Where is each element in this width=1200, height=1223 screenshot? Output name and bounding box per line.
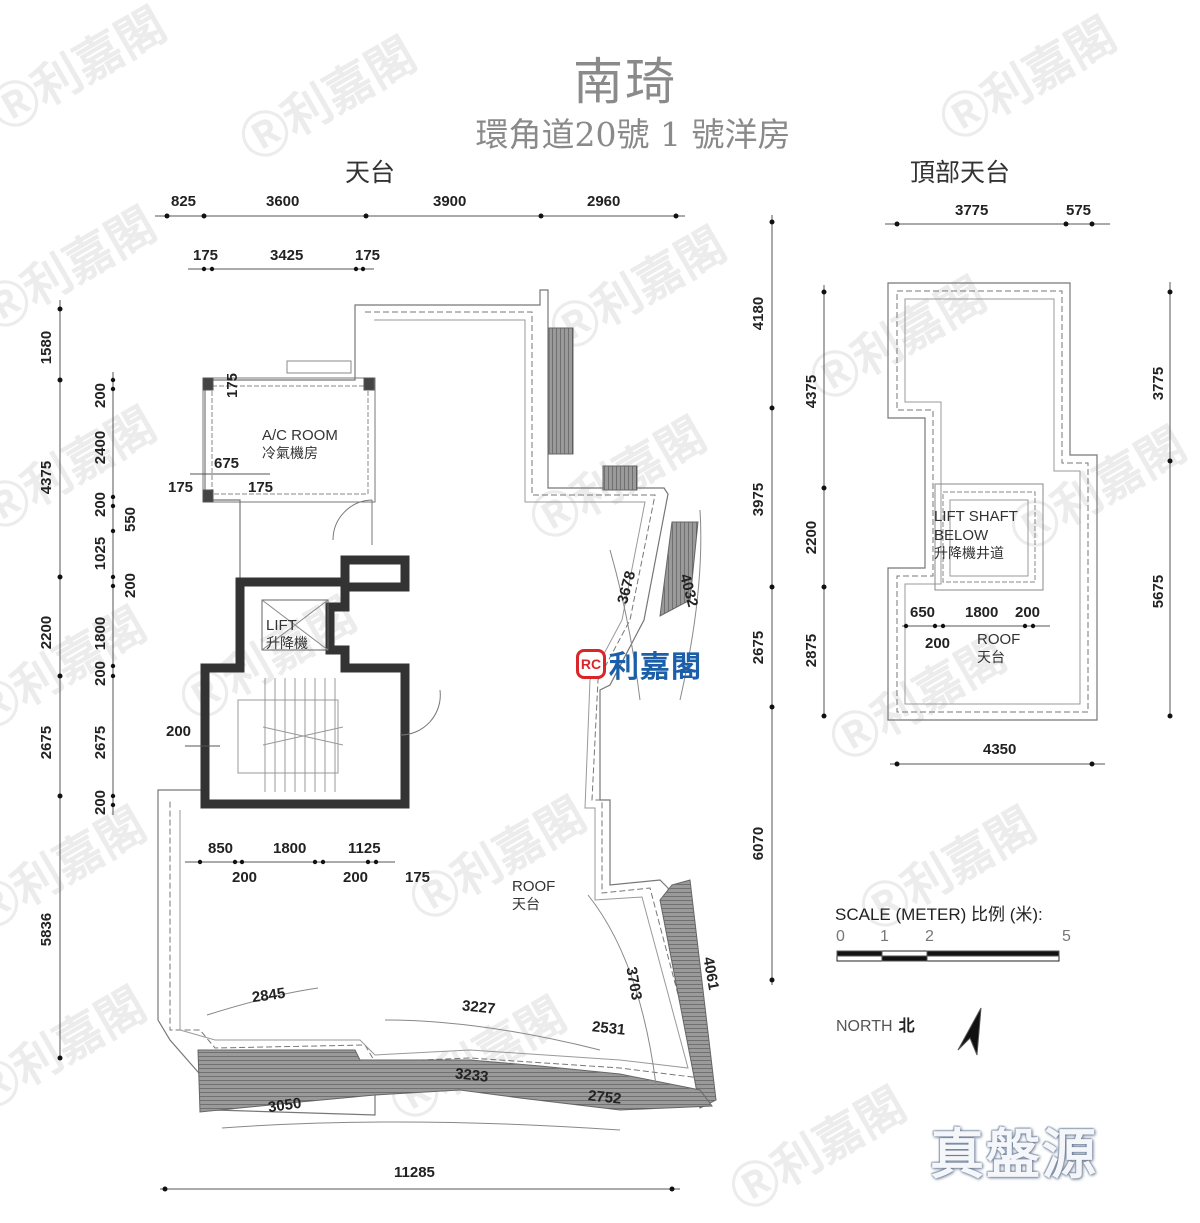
roof-area-label-cn: 天台 <box>512 896 540 913</box>
lift-shaft-label-en-1: LIFT SHAFT <box>934 508 1018 525</box>
dim-label: 1800 <box>965 604 999 621</box>
dim-label: 200 <box>1015 604 1041 621</box>
scale-title: SCALE (METER) 比例 (米): <box>835 905 1043 924</box>
dim-label: 675 <box>214 455 240 472</box>
scale-tick: 2 <box>925 928 934 945</box>
dim-label: 175 <box>193 247 219 264</box>
arc-dim-label: 3227 <box>461 997 497 1018</box>
lift-shaft-label-cn: 升降機井道 <box>934 545 1004 562</box>
lift-label: LIFT 升降機 <box>266 617 308 653</box>
dim-label: 575 <box>1066 202 1092 219</box>
brand-logo: RC 利嘉閣 <box>576 642 702 686</box>
dim-label: 200 <box>232 869 258 886</box>
dim-label: 175 <box>355 247 381 264</box>
north-label-en: NORTH <box>836 1018 893 1035</box>
lift-label-en: LIFT <box>266 617 297 634</box>
dim-label: 3900 <box>433 193 467 210</box>
dim-label: 3600 <box>266 193 300 210</box>
dim-label: 825 <box>171 193 197 210</box>
dim-label: 2200 <box>38 615 56 650</box>
ac-room-label-cn: 冷氣機房 <box>262 445 318 462</box>
lift-shaft-label: LIFT SHAFT BELOW 升降機井道 <box>934 508 1018 563</box>
dim-label: 4180 <box>750 296 768 331</box>
roof-plan-label: 天台 <box>345 158 396 187</box>
dim-label: 6070 <box>750 826 768 861</box>
dim-label: 3775 <box>1150 366 1168 401</box>
dim-label: 175 <box>405 869 431 886</box>
dim-label: 3775 <box>955 202 989 219</box>
dim-label: 200 <box>925 635 951 652</box>
dim-label: 200 <box>166 723 192 740</box>
arc-dim-label: 3233 <box>454 1065 490 1086</box>
dim-label: 11285 <box>394 1164 435 1181</box>
dim-label: 2200 <box>803 520 821 555</box>
dim-label: 3425 <box>270 247 304 264</box>
north-arrow-icon <box>955 1005 985 1055</box>
dim-label: 650 <box>910 604 936 621</box>
dim-label: 5675 <box>1150 574 1168 609</box>
top-roof-area-label-en: ROOF <box>977 631 1021 648</box>
dim-label: 175 <box>224 372 242 399</box>
dim-label: 2675 <box>92 725 110 760</box>
top-roof-plan-label: 頂部天台 <box>910 158 1011 187</box>
dim-label: 3975 <box>750 482 768 517</box>
scale-tick: 5 <box>1062 928 1071 945</box>
top-roof-area-label-cn: 天台 <box>977 649 1005 666</box>
dim-label: 1125 <box>348 840 381 857</box>
top-roof-area-label: ROOF 天台 <box>977 631 1020 667</box>
dim-label: 1580 <box>38 330 56 365</box>
north-label-cn: 北 <box>898 1018 915 1035</box>
dim-label: 200 <box>92 382 110 409</box>
ac-room-label-en: A/C ROOM <box>262 427 338 444</box>
lift-label-cn: 升降機 <box>266 635 308 652</box>
lift-shaft-label-en-2: BELOW <box>934 526 989 544</box>
dim-label: 850 <box>208 840 234 857</box>
dim-label: 1025 <box>92 536 110 571</box>
brand-name: 利嘉閣 <box>609 650 702 685</box>
dim-label: 5836 <box>38 912 56 947</box>
dim-label: 2675 <box>750 630 768 665</box>
arc-dim-label: 2845 <box>250 984 287 1007</box>
dim-label: 2675 <box>38 725 56 760</box>
roof-area-label: ROOF 天台 <box>512 878 555 914</box>
property-title: 南琦 <box>573 53 677 111</box>
dim-label: 200 <box>343 869 369 886</box>
authentic-listing-stamp: 真盤源 <box>930 1123 1098 1186</box>
north-indicator: NORTH 北 <box>836 1012 915 1036</box>
dim-label: 200 <box>92 491 110 518</box>
dim-label: 2875 <box>803 633 821 668</box>
dim-label: 175 <box>168 479 194 496</box>
dim-label: 200 <box>92 660 110 687</box>
dim-label: 550 <box>122 506 140 533</box>
dim-label: 1800 <box>273 840 307 857</box>
arc-dim-label: 3050 <box>266 1094 303 1117</box>
scale-tick: 1 <box>880 928 889 945</box>
property-address: 環角道20號 1 號洋房 <box>475 115 791 154</box>
dim-label: 4375 <box>803 374 821 409</box>
dim-label: 2400 <box>92 430 110 465</box>
dim-label: 200 <box>92 789 110 816</box>
scale-tick: 0 <box>836 928 845 945</box>
roof-area-label-en: ROOF <box>512 878 556 895</box>
ac-room-label: A/C ROOM 冷氣機房 <box>262 427 338 463</box>
dim-label: 175 <box>248 479 274 496</box>
arc-dim-label: 2752 <box>587 1087 623 1108</box>
dim-label: 4350 <box>983 741 1017 758</box>
dim-label: 2960 <box>587 193 621 210</box>
dim-label: 1800 <box>92 616 110 651</box>
arc-dim-label: 2531 <box>591 1018 627 1039</box>
brand-badge-icon: RC <box>576 649 606 679</box>
dim-label: 200 <box>122 572 140 599</box>
dim-label: 4375 <box>38 460 56 495</box>
